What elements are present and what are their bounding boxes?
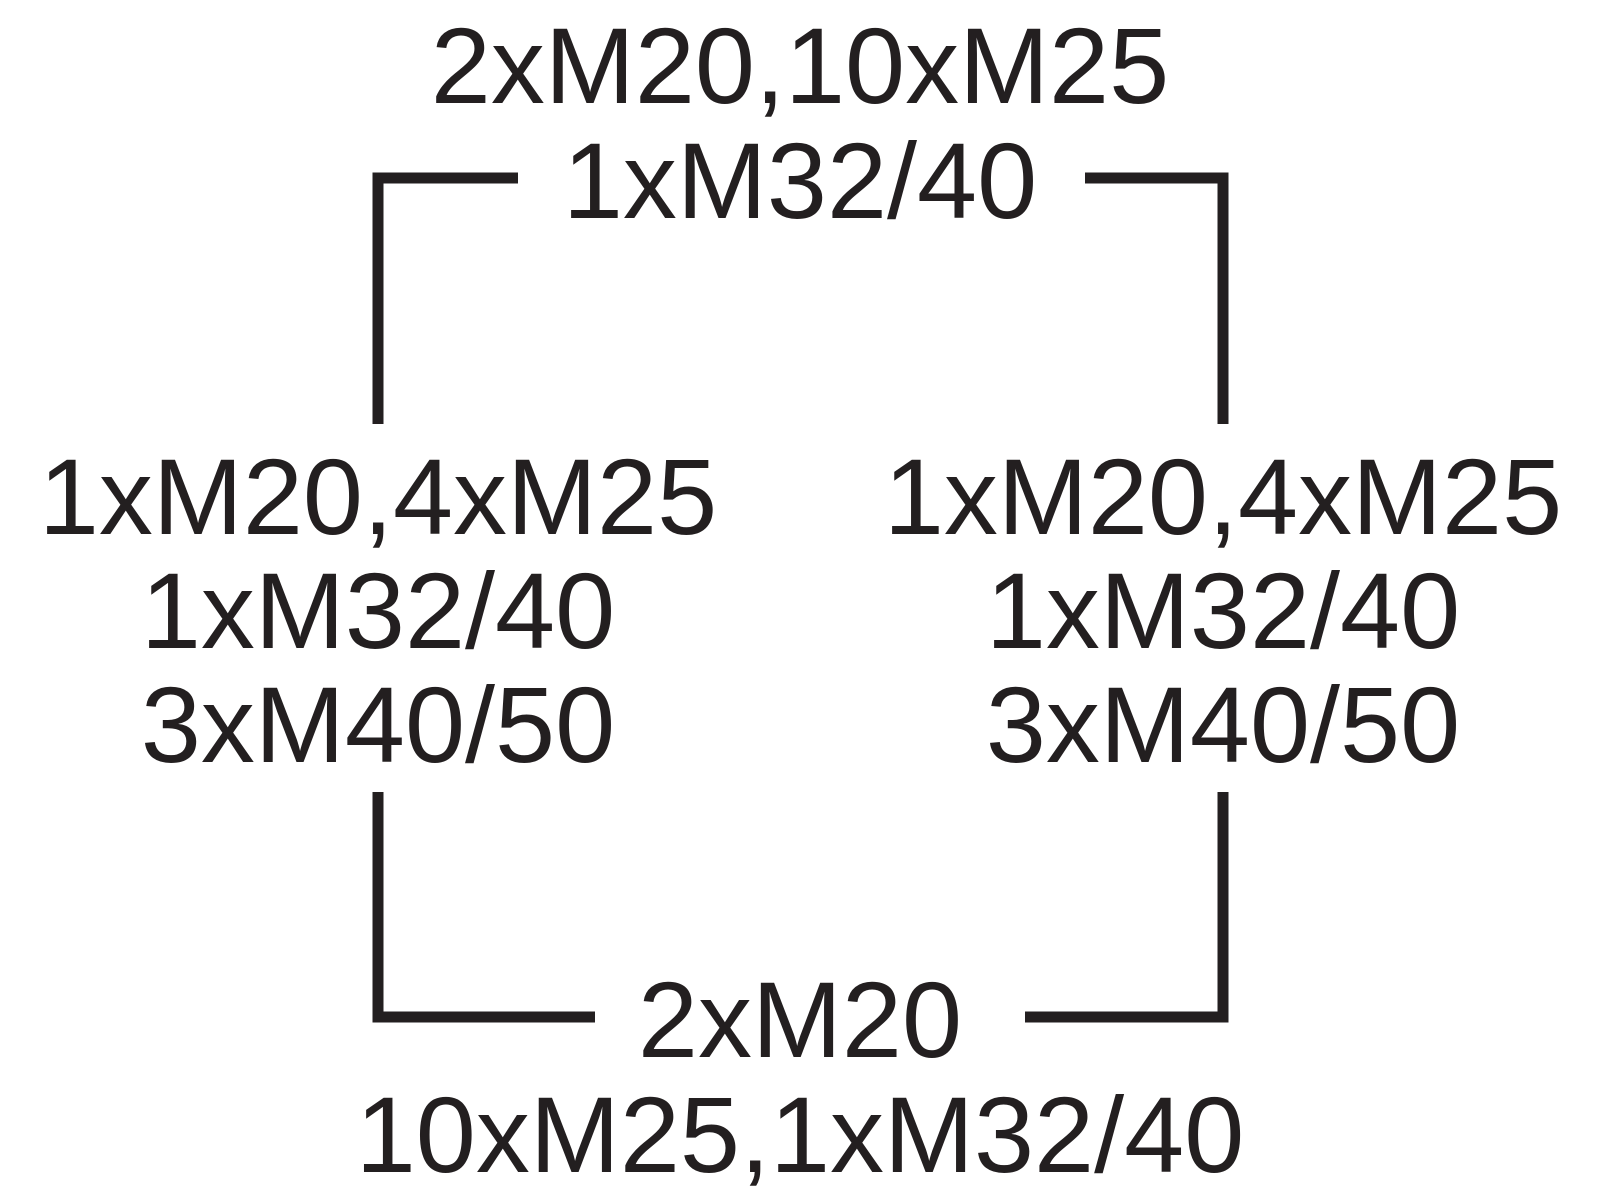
left-entry-line-1: 1xM20,4xM25	[39, 436, 717, 557]
right-entry-line-1: 1xM20,4xM25	[884, 436, 1562, 557]
bottom-entry-line-1: 2xM20	[638, 959, 962, 1080]
right-entry-line-2: 1xM32/40	[986, 550, 1460, 671]
bottom-entry-line-2: 10xM25,1xM32/40	[356, 1074, 1245, 1194]
top-entry-line-2: 1xM32/40	[563, 120, 1037, 241]
left-entry-line-2: 1xM32/40	[141, 550, 615, 671]
outline-bottom-right	[1025, 792, 1229, 1023]
top-entry-line-1: 2xM20,10xM25	[431, 5, 1169, 126]
left-entry-line-3: 3xM40/50	[141, 664, 615, 785]
outline-top-right	[1085, 172, 1229, 424]
right-entry-line-3: 3xM40/50	[986, 664, 1460, 785]
outline-top-left	[372, 172, 518, 424]
outline-bottom-left	[372, 792, 595, 1023]
